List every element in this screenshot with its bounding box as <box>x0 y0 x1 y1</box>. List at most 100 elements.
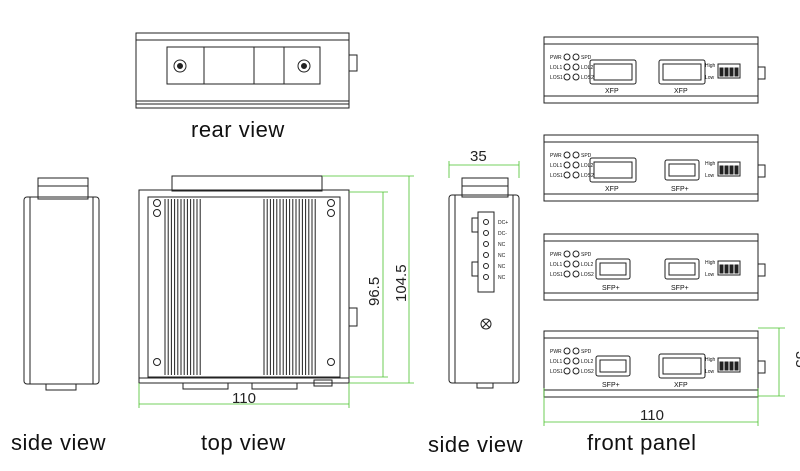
led-label: SPD <box>581 349 592 355</box>
led-label: LOL2 <box>581 262 593 268</box>
switch-label-low: Low <box>705 75 715 81</box>
switch-label-low: Low <box>705 173 715 179</box>
left-side-view-drawing <box>23 177 100 391</box>
sfp-port <box>664 258 700 280</box>
led-label: PWR <box>550 55 562 61</box>
led-label: PWR <box>550 349 562 355</box>
led-label: PWR <box>550 153 562 159</box>
top-view-caption: top view <box>201 430 286 455</box>
terminal-screw <box>483 219 489 225</box>
right-side-view-caption: side view <box>428 432 523 457</box>
port-label: SFP+ <box>602 285 620 292</box>
led-label: SPD <box>581 252 592 258</box>
sfp-port <box>595 258 631 280</box>
switch-label-low: Low <box>705 272 715 278</box>
led-label: LOL1 <box>550 163 562 169</box>
terminal-label: DC+ <box>498 220 508 226</box>
xfp-port <box>658 59 706 85</box>
led-label: LOS1 <box>550 369 563 375</box>
right-side-width-dimension <box>448 161 520 178</box>
top-view-dimensions <box>138 175 414 408</box>
led-indicator <box>563 63 571 71</box>
front-panel-side-tab <box>757 66 766 80</box>
led-label: LOL2 <box>581 65 593 71</box>
led-indicator <box>572 73 580 81</box>
xfp-port <box>589 157 637 183</box>
port-label: XFP <box>674 382 688 389</box>
led-indicator <box>572 367 580 375</box>
led-indicator <box>563 347 571 355</box>
terminal-screw <box>483 263 489 269</box>
switch-label-high: High <box>705 260 716 266</box>
xfp-port <box>589 59 637 85</box>
switch-label-low: Low <box>705 369 715 375</box>
left-side-view-caption: side view <box>11 430 106 455</box>
dip-switch <box>717 63 741 79</box>
terminal-label: NC <box>498 242 506 248</box>
led-indicator <box>563 73 571 81</box>
led-label: LOS1 <box>550 173 563 179</box>
led-label: LOS2 <box>581 173 594 179</box>
led-label: LOS2 <box>581 75 594 81</box>
led-indicator <box>572 347 580 355</box>
front-panel-side-tab <box>757 164 766 178</box>
right-side-view-drawing <box>448 177 520 389</box>
terminal-label: NC <box>498 264 506 270</box>
led-indicator <box>572 161 580 169</box>
front-panel-side-tab <box>757 360 766 374</box>
front-panel-caption: front panel <box>587 430 697 455</box>
terminal-screw <box>483 274 489 280</box>
led-label: LOL1 <box>550 359 562 365</box>
front-width-dimension-label: 110 <box>640 407 664 424</box>
port-label: XFP <box>605 186 619 193</box>
sfp-port <box>664 159 700 181</box>
switch-label-high: High <box>705 357 716 363</box>
heatsink-fins <box>164 199 316 375</box>
front-height-dimension-label: 35 <box>792 351 800 368</box>
top-width-dimension-label: 110 <box>232 390 256 407</box>
side-width-dimension-label: 35 <box>470 148 487 165</box>
switch-label-high: High <box>705 63 716 69</box>
top-view-drawing <box>138 175 358 390</box>
top-depth-outer-label: 104.5 <box>393 264 410 302</box>
led-label: LOL1 <box>550 65 562 71</box>
port-label: SFP+ <box>671 285 689 292</box>
dip-switch <box>717 260 741 276</box>
led-indicator <box>563 53 571 61</box>
led-indicator <box>572 151 580 159</box>
led-indicator <box>572 63 580 71</box>
led-label: LOL2 <box>581 163 593 169</box>
rear-view-caption: rear view <box>191 117 285 142</box>
led-indicator <box>563 357 571 365</box>
led-label: SPD <box>581 153 592 159</box>
terminal-screw <box>483 252 489 258</box>
led-label: SPD <box>581 55 592 61</box>
terminal-screw <box>483 230 489 236</box>
led-label: LOS1 <box>550 272 563 278</box>
led-indicator <box>563 171 571 179</box>
led-label: LOL2 <box>581 359 593 365</box>
led-indicator <box>572 260 580 268</box>
front-panel-dimensions <box>543 327 785 426</box>
xfp-port <box>658 353 706 379</box>
led-label: PWR <box>550 252 562 258</box>
terminal-label: NC <box>498 275 506 281</box>
dip-switch <box>717 357 741 373</box>
led-indicator <box>572 250 580 258</box>
led-indicator <box>572 171 580 179</box>
port-label: XFP <box>674 88 688 95</box>
led-label: LOS2 <box>581 369 594 375</box>
sfp-port <box>595 355 631 377</box>
port-label: SFP+ <box>671 186 689 193</box>
top-depth-inner-label: 96.5 <box>366 277 383 306</box>
led-indicator <box>572 357 580 365</box>
port-label: SFP+ <box>602 382 620 389</box>
led-label: LOS1 <box>550 75 563 81</box>
led-indicator <box>563 151 571 159</box>
led-indicator <box>563 161 571 169</box>
switch-label-high: High <box>705 161 716 167</box>
